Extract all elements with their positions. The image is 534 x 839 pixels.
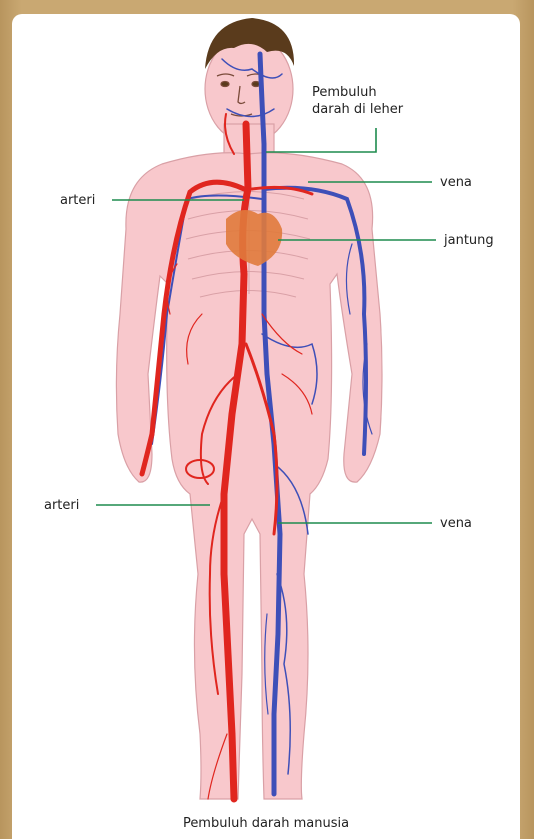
leader-neck: [266, 128, 376, 152]
label-arteri-upper: arteri: [60, 192, 95, 209]
label-vena-lower: vena: [440, 515, 472, 532]
label-neck-line1: Pembuluh: [312, 84, 403, 101]
figure-caption: Pembuluh darah manusia: [12, 816, 520, 831]
label-neck-line2: darah di leher: [312, 101, 403, 118]
label-neck-vessels: Pembuluh darah di leher: [312, 84, 403, 118]
label-jantung: jantung: [444, 232, 494, 249]
circulatory-illustration: [12, 14, 520, 839]
label-vena-upper: vena: [440, 174, 472, 191]
label-arteri-lower: arteri: [44, 497, 79, 514]
diagram-frame: Pembuluh darah di leher vena arteri jant…: [12, 14, 520, 839]
